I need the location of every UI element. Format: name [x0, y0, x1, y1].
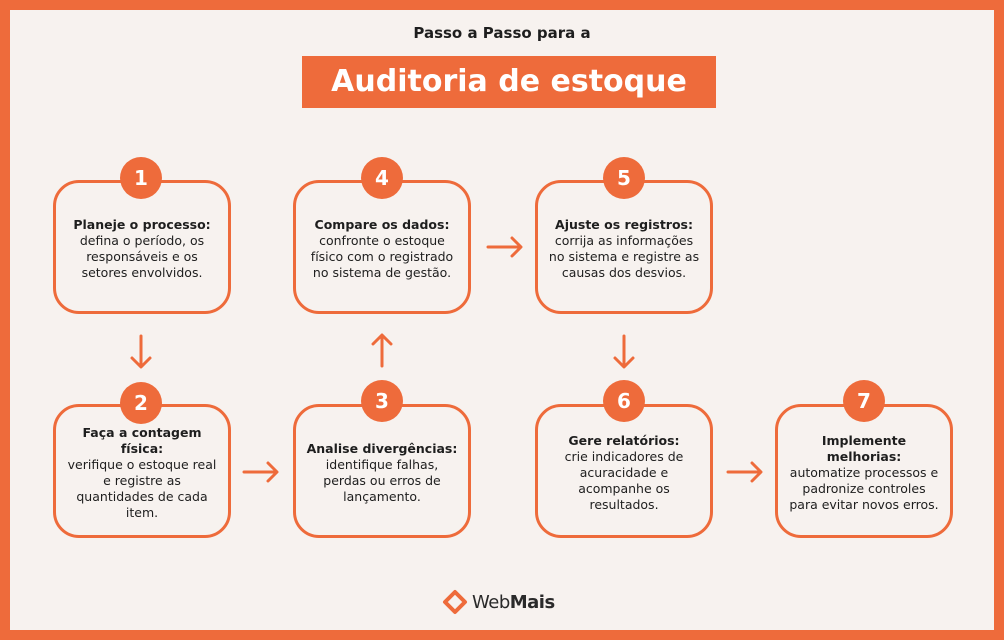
- step-number-badge: 3: [361, 380, 403, 422]
- step-number-badge: 5: [603, 157, 645, 199]
- step-card-7: Implemente melhorias: automatize process…: [775, 404, 953, 538]
- step-body: confronte o estoque físico com o registr…: [310, 233, 454, 280]
- step-card-2: Faça a contagem física: verifique o esto…: [53, 404, 231, 538]
- step-number-badge: 2: [120, 382, 162, 424]
- step-number-badge: 7: [843, 380, 885, 422]
- brand-name-part2: Mais: [509, 591, 555, 613]
- step-body: verifique o estoque real e registre as q…: [67, 457, 217, 520]
- step-head: Analise divergências:: [306, 441, 458, 456]
- step-card-5: Ajuste os registros: corrija as informaç…: [535, 180, 713, 314]
- step-card-1: Planeje o processo: defina o período, os…: [53, 180, 231, 314]
- brand-name-part1: Web: [472, 591, 510, 613]
- step-number-badge: 4: [361, 157, 403, 199]
- brand-name: WebMais: [472, 592, 555, 613]
- arrow-5-to-6: [613, 334, 635, 369]
- step-head: Compare os dados:: [314, 217, 450, 232]
- step-body: automatize processos e padronize control…: [789, 465, 939, 512]
- step-body: corrija as informações no sistema e regi…: [548, 233, 700, 280]
- step-head: Planeje o processo:: [73, 217, 211, 232]
- arrow-3-to-4: [371, 333, 393, 368]
- step-card-4: Compare os dados: confronte o estoque fí…: [293, 180, 471, 314]
- step-card-6: Gere relatórios: crie indicadores de acu…: [535, 404, 713, 538]
- step-head: Faça a contagem física:: [82, 425, 202, 456]
- step-number-badge: 1: [120, 157, 162, 199]
- arrow-1-to-2: [130, 334, 152, 369]
- step-head: Ajuste os registros:: [555, 217, 693, 232]
- page-title: Auditoria de estoque: [302, 56, 716, 108]
- step-card-3: Analise divergências: identifique falhas…: [293, 404, 471, 538]
- step-body: identifique falhas, perdas ou erros de l…: [323, 457, 441, 504]
- step-head: Gere relatórios:: [568, 433, 680, 448]
- step-head: Implemente melhorias:: [821, 433, 907, 464]
- brand-logo: WebMais: [442, 588, 555, 616]
- step-body: defina o período, os responsáveis e os s…: [79, 233, 205, 280]
- subtitle: Passo a Passo para a: [413, 24, 591, 42]
- webmais-logo-icon: [443, 590, 467, 614]
- arrow-4-to-5: [486, 236, 523, 258]
- arrow-2-to-3: [242, 461, 279, 483]
- step-body: crie indicadores de acuracidade e acompa…: [564, 449, 684, 512]
- arrow-6-to-7: [726, 461, 763, 483]
- step-number-badge: 6: [603, 380, 645, 422]
